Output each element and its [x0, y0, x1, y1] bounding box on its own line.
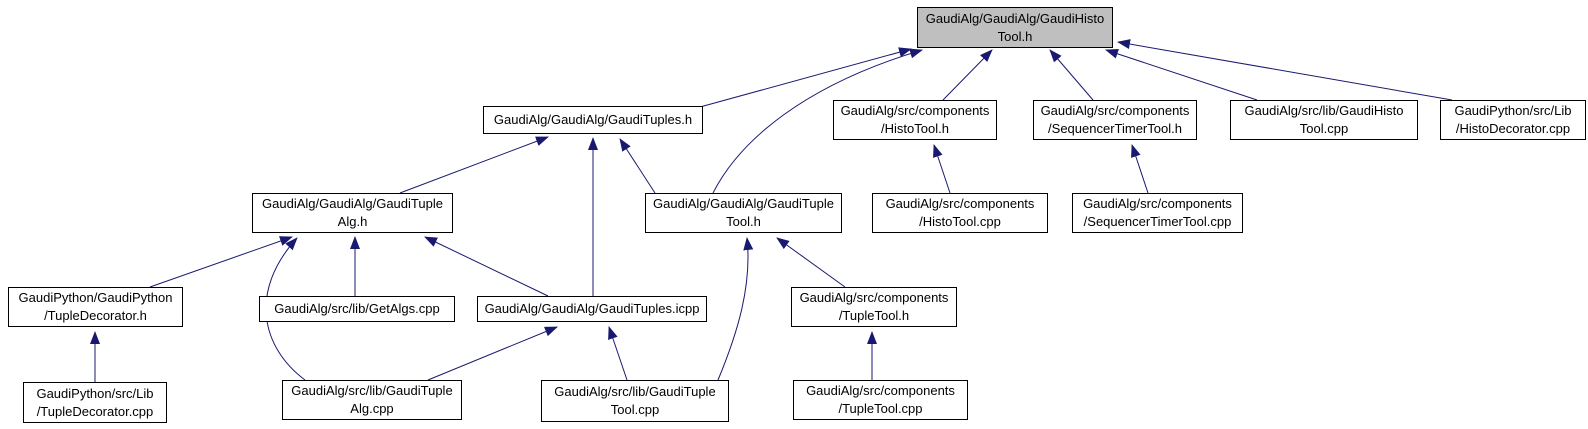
edge-tupledecorator-h-to-gaudituplealg-h [149, 236, 293, 288]
edge-sequencertimertool-h-to-gaudihistotool-h [1049, 49, 1094, 101]
edge-gaudituplealg-h-to-gaudituples-h [399, 136, 549, 194]
node-tupletool-h[interactable]: GaudiAlg/src/components /TupleTool.h [791, 287, 957, 327]
edge-gaudituplealg-cpp-to-gaudituples-icpp [427, 326, 558, 381]
node-gauditupletool-cpp[interactable]: GaudiAlg/src/lib/GaudiTuple Tool.cpp [541, 380, 729, 422]
node-getalgs-cpp[interactable]: GaudiAlg/src/lib/GetAlgs.cpp [259, 296, 455, 322]
node-gaudituplealg-h[interactable]: GaudiAlg/GaudiAlg/GaudiTuple Alg.h [252, 193, 453, 233]
edge-gaudituples-icpp-to-gaudituplealg-h [424, 236, 549, 297]
node-gaudihistotool-h[interactable]: GaudiAlg/GaudiAlg/GaudiHisto Tool.h [917, 7, 1113, 48]
node-histotool-cpp[interactable]: GaudiAlg/src/components /HistoTool.cpp [872, 193, 1048, 233]
edge-gauditupletool-h-to-gaudituples-h [619, 138, 656, 194]
node-gauditupletool-h[interactable]: GaudiAlg/GaudiAlg/GaudiTuple Tool.h [645, 193, 842, 233]
edge-gauditupletool-cpp-to-gaudituples-icpp [608, 326, 628, 381]
node-gaudihistotool-cpp[interactable]: GaudiAlg/src/lib/GaudiHisto Tool.cpp [1230, 100, 1418, 140]
edge-tupletool-h-to-gauditupletool-h [776, 237, 846, 288]
node-gaudituplealg-cpp[interactable]: GaudiAlg/src/lib/GaudiTuple Alg.cpp [282, 380, 462, 420]
edge-gauditupletool-cpp-to-gauditupletool-h [717, 237, 754, 381]
edge-gauditupletool-h-to-gaudihistotool-h [712, 48, 923, 194]
node-histodecorator-cpp[interactable]: GaudiPython/src/Lib /HistoDecorator.cpp [1440, 100, 1586, 140]
node-gaudituples-h[interactable]: GaudiAlg/GaudiAlg/GaudiTuples.h [483, 106, 703, 134]
edge-histotool-h-to-gaudihistotool-h [942, 49, 993, 101]
node-sequencertimertool-h[interactable]: GaudiAlg/src/components /SequencerTimerT… [1033, 100, 1197, 140]
node-gaudituples-icpp[interactable]: GaudiAlg/GaudiAlg/GaudiTuples.icpp [477, 296, 707, 322]
edge-gaudituples-h-to-gaudihistotool-h [699, 47, 912, 108]
edge-sequencertimertool-cpp-to-sequencertimertool-h [1131, 144, 1149, 194]
node-tupledecorator-h[interactable]: GaudiPython/GaudiPython /TupleDecorator.… [8, 287, 183, 327]
node-tupletool-cpp[interactable]: GaudiAlg/src/components /TupleTool.cpp [793, 380, 968, 420]
edge-histodecorator-cpp-to-gaudihistotool-h [1117, 39, 1453, 101]
edge-gaudihistotool-cpp-to-gaudihistotool-h [1105, 49, 1258, 101]
node-tupledecorator-cpp[interactable]: GaudiPython/src/Lib /TupleDecorator.cpp [23, 382, 167, 423]
node-histotool-h[interactable]: GaudiAlg/src/components /HistoTool.h [833, 100, 997, 140]
edge-histotool-cpp-to-histotool-h [933, 144, 951, 194]
node-sequencertimertool-cpp[interactable]: GaudiAlg/src/components /SequencerTimerT… [1072, 193, 1243, 233]
